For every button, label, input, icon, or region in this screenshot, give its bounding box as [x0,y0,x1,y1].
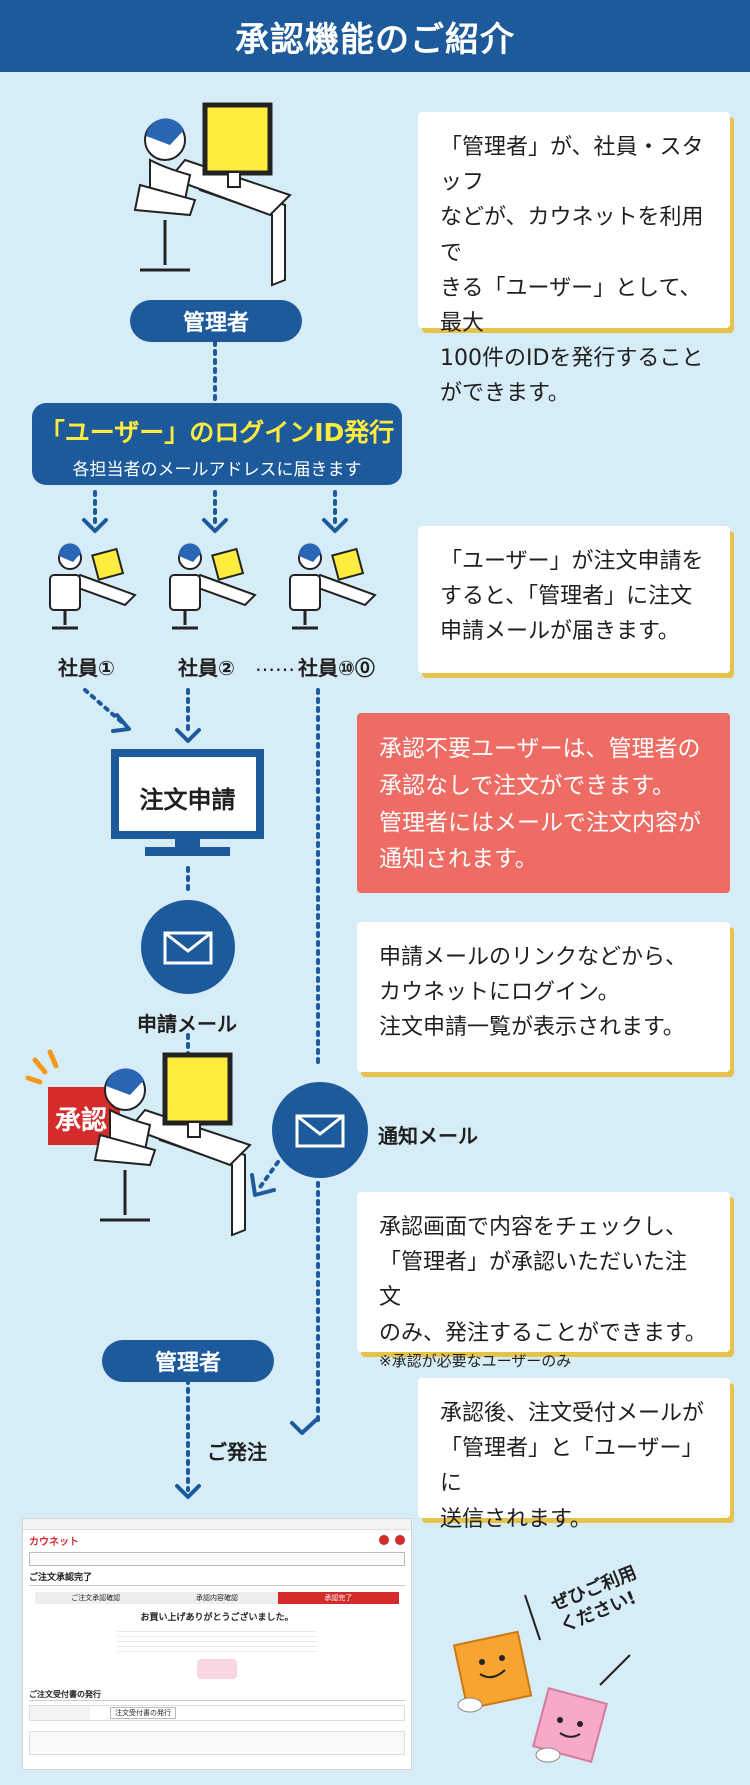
info-card-5: 承認画面で内容をチェックし、 「管理者」が承認いただいた注文 のみ、発注すること… [357,1192,730,1370]
card1-line-2: などが、カウネットを利用で [440,205,704,266]
screenshot-body-text [117,1627,317,1655]
info-card-4: 申請メールのリンクなどから、 カウネットにログイン。 注文申請一覧が表示されます… [357,922,730,1072]
screenshot-notice-box [29,1731,405,1755]
approve-badge-label: 承認 [55,1106,108,1136]
request-mail-label: 申請メール [137,1012,237,1036]
screenshot-step-1: ご注文承認確認 [35,1592,157,1604]
card5-line-1: 承認画面で内容をチェックし、 [379,1215,688,1240]
screenshot-search-bar [29,1552,405,1566]
monitor-icon [111,749,264,856]
mascot-orange [452,1630,533,1713]
info-card-1: 「管理者」が、社員・スタッフ などが、カウネットを利用で きる「ユーザー」として… [418,112,730,406]
screenshot-step-2: 承認内容確認 [156,1592,278,1604]
card6-line-1: 承認後、注文受付メールが [440,1401,705,1426]
employee-illustration-2 [169,543,257,630]
admin-pill-top: 管理者 [130,300,302,342]
screenshot-header: カウネット [23,1530,411,1550]
admin-pill-bottom: 管理者 [102,1340,274,1382]
screenshot-steps: ご注文承認確認 承認内容確認 承認完了 [35,1592,399,1604]
employee-label-1: 社員① [58,656,115,680]
id-issue-subtitle: 各担当者のメールアドレスに届きます [72,460,362,480]
site-screenshot: カウネット ご注文承認完了 ご注文承認確認 承認内容確認 承認完了 お買い上げあ… [22,1518,412,1770]
card1-line-3: きる「ユーザー」として、最大 [440,275,702,336]
card6-line-2: 「管理者」と「ユーザー」に [440,1436,704,1497]
screenshot-issue-button: 注文受付書の発行 [110,1707,176,1719]
info-card-2: 「ユーザー」が注文申請を すると、「管理者」に注文 申請メールが届きます。 [418,526,730,673]
card2-line-2: すると、「管理者」に注文 [440,584,693,610]
card3-line-1: 承認不要ユーザーは、管理者の [379,736,701,762]
card5-line-3: のみ、発注することができます。 [379,1320,707,1346]
card4-line-3: 注文申請一覧が表示されます。 [379,1015,685,1041]
place-order-label: ご発注 [207,1440,267,1464]
info-card-3-highlight: 承認不要ユーザーは、管理者の 承認なしで注文ができます。 管理者にはメールで注文… [357,713,730,893]
card1-line-5: ができます。 [440,381,570,407]
employee-illustration-1 [49,543,137,630]
screenshot-row-head [30,1706,90,1720]
screenshot-topbar [23,1519,411,1530]
card3-line-3: 管理者にはメールで注文内容が [379,809,701,836]
screenshot-section-title: ご注文受付書の発行 [29,1689,405,1701]
screenshot-cart-icon [379,1535,389,1545]
card1-line-4: 100件のIDを発行すること [440,346,704,372]
request-mail-icon [141,900,235,994]
employee-illustration-3 [289,543,377,630]
screenshot-step-3: 承認完了 [277,1592,399,1604]
screenshot-brand: カウネット [29,1536,79,1548]
id-issue-box: 「ユーザー」のログインID発行 各担当者のメールアドレスに届きます [32,403,402,485]
page-title: 承認機能のご紹介 [235,19,515,60]
connector-notify-to-admin [256,1160,280,1192]
card5-note: ※承認が必要なユーザーのみ [379,1351,572,1370]
admin-illustration-bottom [93,1052,252,1237]
screenshot-row: 注文受付書の発行 [29,1705,405,1721]
card4-line-2: カウネットにログイン。 [379,980,620,1006]
employee-label-3: 社員⑩⓪ [298,656,375,680]
info-card-6: 承認後、注文受付メールが 「管理者」と「ユーザー」に 送信されます。 [418,1378,730,1532]
screenshot-page-title: ご注文承認完了 [29,1570,405,1586]
card4-line-1: 申請メールのリンクなどから、 [379,945,688,970]
card2-line-3: 申請メールが届きます。 [440,619,680,645]
approve-rays [25,1049,59,1085]
card3-line-4: 通知されます。 [379,846,538,873]
employee-dots: …… [255,652,295,676]
page-header: 承認機能のご紹介 [0,0,750,72]
screenshot-thanks: お買い上げありがとうございました。 [140,1613,294,1623]
notify-mail-label: 通知メール [378,1124,478,1148]
id-issue-title: 「ユーザー」のログインID発行 [39,418,395,447]
card2-line-1: 「ユーザー」が注文申請を [440,549,704,574]
card5-line-2: 「管理者」が承認いただいた注文 [379,1250,688,1311]
notify-mail-icon [272,1082,368,1178]
admin-illustration-top [133,102,292,287]
screenshot-mascot [197,1659,237,1679]
screenshot-user-icon [395,1535,405,1545]
card3-line-2: 承認なしで注文ができます。 [379,772,676,799]
card1-line-1: 「管理者」が、社員・スタッフ [440,135,704,196]
employee-label-2: 社員② [178,656,235,680]
mascot-pink [532,1687,608,1763]
order-request-label: 注文申請 [139,786,236,814]
card6-line-3: 送信されます。 [440,1506,592,1532]
